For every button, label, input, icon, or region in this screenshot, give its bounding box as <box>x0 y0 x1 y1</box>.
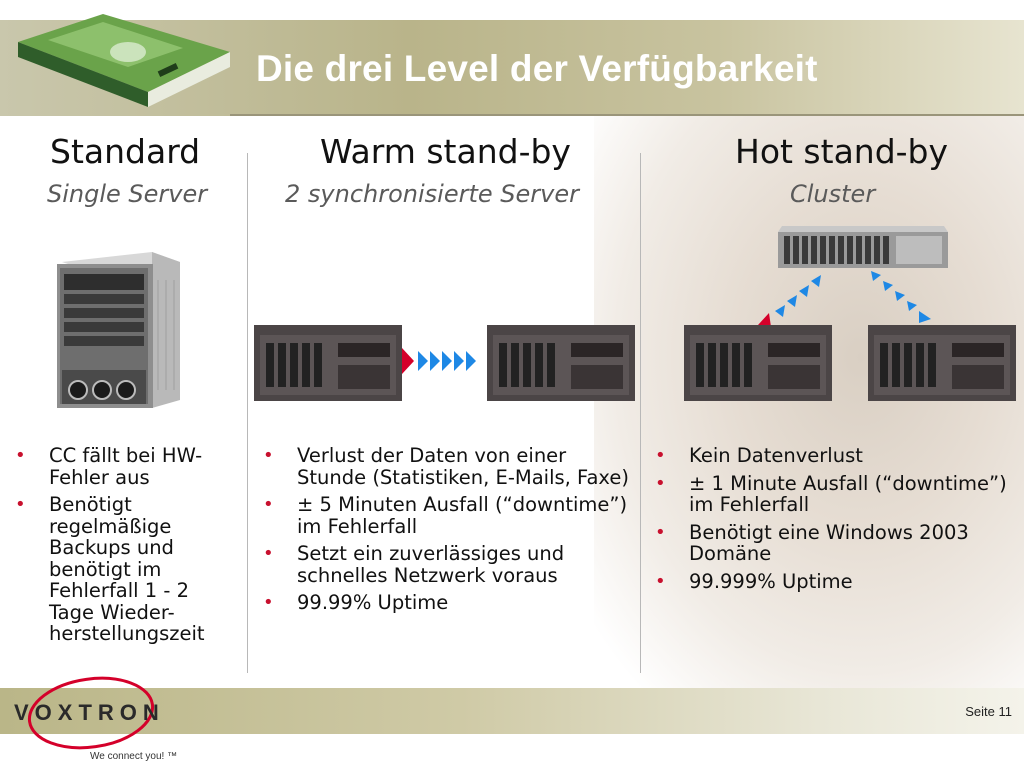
background-face-image <box>594 110 1024 700</box>
sync-arrows-icon <box>402 348 476 374</box>
list-item: Verlust der Daten von einer Stunde (Stat… <box>263 445 633 488</box>
sync-arrows-icon <box>758 271 931 327</box>
list-item: 99.999% Uptime <box>655 570 1020 593</box>
storage-array-image <box>778 226 948 268</box>
list-item: Benötigt regelmäßige Backups und benötig… <box>15 494 237 645</box>
rack-server-image <box>487 325 635 401</box>
rack-server-image <box>254 325 402 401</box>
list-item: 99.99% Uptime <box>263 592 633 614</box>
list-item: ± 1 Minute Ausfall (“downtime”) im Fehle… <box>655 472 1020 516</box>
column-divider <box>640 153 641 673</box>
bullet-list-warm-standby: Verlust der Daten von einer Stunde (Stat… <box>263 445 633 620</box>
tagline: We connect you! ™ <box>90 751 178 762</box>
book-cover-image <box>18 14 230 107</box>
column-heading-hot-standby: Hot stand-by <box>735 132 949 171</box>
bullet-list-standard: CC fällt bei HW-Fehler aus Benötigt rege… <box>15 445 237 651</box>
rack-server-image <box>868 325 1016 401</box>
footer-bar <box>0 688 1024 734</box>
list-item: Kein Datenverlust <box>655 445 1020 467</box>
list-item: CC fällt bei HW-Fehler aus <box>15 445 237 488</box>
rack-server-image <box>684 325 832 401</box>
page-number: Seite 11 <box>965 704 1012 719</box>
column-subheading-warm-standby: 2 synchronisierte Server <box>285 180 579 208</box>
bullet-list-hot-standby: Kein Datenverlust ± 1 Minute Ausfall (“d… <box>655 445 1020 598</box>
list-item: Setzt ein zuverlässiges und schnelles Ne… <box>263 543 633 586</box>
voxtron-logo: VOXTRON <box>14 676 165 750</box>
tower-server-image <box>57 252 180 408</box>
column-heading-standard: Standard <box>50 132 201 171</box>
list-item: ± 5 Minuten Ausfall (“downtime”) im Fehl… <box>263 494 633 537</box>
column-heading-warm-standby: Warm stand-by <box>320 132 571 171</box>
list-item: Benötigt eine Windows 2003 Domäne <box>655 521 1020 565</box>
column-subheading-hot-standby: Cluster <box>790 180 876 208</box>
title-underline <box>230 114 1024 116</box>
slide-title: Die drei Level der Verfügbarkeit <box>256 48 818 89</box>
column-subheading-standard: Single Server <box>47 180 208 208</box>
column-divider <box>247 153 248 673</box>
logo-text: VOXTRON <box>14 700 165 725</box>
